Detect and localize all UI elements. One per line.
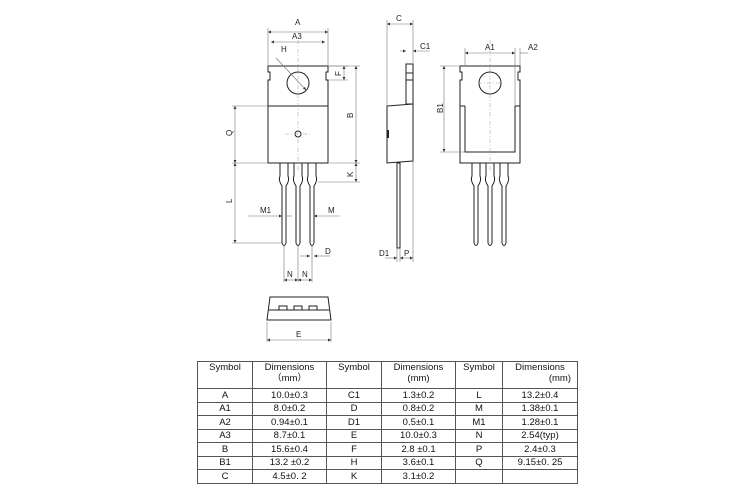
dimension-value-cell: 2.54(typ) bbox=[502, 428, 578, 443]
dimension-value-cell: 13.2±0.4 bbox=[502, 388, 578, 403]
label-D: D bbox=[325, 247, 331, 256]
front-leads bbox=[278, 163, 318, 246]
header-dimensions: Dimensions(mm) bbox=[381, 361, 456, 389]
dimension-value-cell: 2.4±0.3 bbox=[502, 442, 578, 457]
symbol-cell: N bbox=[455, 428, 503, 443]
side-view: C C1 D1 P bbox=[379, 14, 431, 262]
label-C: C bbox=[396, 14, 402, 23]
header-symbol: Symbol bbox=[197, 361, 253, 389]
side-body bbox=[386, 103, 414, 164]
label-E: E bbox=[296, 330, 301, 339]
to220-package-drawing: A A3 H F B K Q L M1 M D N N bbox=[225, 14, 538, 342]
dimension-value-cell: 3.6±0.1 bbox=[381, 455, 456, 470]
dimension-value-cell: 0.94±0.1 bbox=[252, 415, 327, 430]
dimension-value-cell: 8.7±0.1 bbox=[252, 428, 327, 443]
symbol-cell: L bbox=[455, 388, 503, 403]
side-lead bbox=[396, 162, 401, 249]
dimension-value-cell: 1.38±0.1 bbox=[502, 401, 578, 416]
symbol-cell: D1 bbox=[326, 415, 382, 430]
symbol-cell: M bbox=[455, 401, 503, 416]
symbol-cell: P bbox=[455, 442, 503, 457]
bottom-view: E bbox=[266, 296, 332, 342]
label-K: K bbox=[346, 171, 355, 177]
header-dim-text: Dimensions bbox=[515, 362, 565, 373]
back-outline bbox=[459, 65, 521, 164]
symbol-cell: M1 bbox=[455, 415, 503, 430]
header-dimensions: Dimensions（mm） bbox=[252, 361, 327, 389]
dimension-value-cell: 1.28±0.1 bbox=[502, 415, 578, 430]
header-dim-unit: (mm) bbox=[407, 373, 430, 384]
symbol-cell: C bbox=[197, 469, 253, 484]
symbol-cell: A2 bbox=[197, 415, 253, 430]
header-dimensions: Dimensions(mm) bbox=[502, 361, 578, 389]
label-N-left: N bbox=[287, 270, 293, 279]
symbol-cell: E bbox=[326, 428, 382, 443]
header-dim-text: Dimensions bbox=[393, 362, 444, 373]
dimension-value-cell: 13.2 ±0.2 bbox=[252, 455, 327, 470]
label-A2: A2 bbox=[528, 43, 538, 52]
dimension-value-cell: 0.8±0.2 bbox=[381, 401, 456, 416]
label-B: B bbox=[346, 113, 355, 118]
label-Q: Q bbox=[225, 130, 234, 136]
label-A1: A1 bbox=[485, 43, 495, 52]
back-view: A1 A2 B1 bbox=[436, 40, 538, 246]
dimension-value-cell: 9.15±0. 25 bbox=[502, 455, 578, 470]
dimension-value-cell: 8.0±0.2 bbox=[252, 401, 327, 416]
label-B1: B1 bbox=[436, 103, 445, 113]
bottom-outline bbox=[266, 296, 332, 321]
header-symbol: Symbol bbox=[326, 361, 382, 389]
dimension-value-cell: 15.6±0.4 bbox=[252, 442, 327, 457]
front-view: A A3 H F B K Q L M1 M D N N bbox=[225, 18, 360, 282]
header-dim-unit: （mm） bbox=[272, 373, 307, 384]
table-header-row: Symbol Dimensions（mm） Symbol Dimensions(… bbox=[197, 361, 578, 389]
symbol-cell: A bbox=[197, 388, 253, 403]
symbol-cell: K bbox=[326, 469, 382, 484]
dimensions-table: Symbol Dimensions（mm） Symbol Dimensions(… bbox=[197, 361, 578, 484]
header-symbol: Symbol bbox=[455, 361, 503, 389]
dimension-value-cell: 0.5±0.1 bbox=[381, 415, 456, 430]
back-leads bbox=[470, 163, 510, 246]
symbol-cell: F bbox=[326, 442, 382, 457]
dimension-value-cell: 3.1±0.2 bbox=[381, 469, 456, 484]
label-P: P bbox=[404, 249, 409, 258]
label-A: A bbox=[295, 18, 301, 27]
symbol-cell: Q bbox=[455, 455, 503, 470]
label-F: F bbox=[334, 71, 343, 76]
label-M1: M1 bbox=[260, 206, 272, 215]
header-dim-text: Dimensions bbox=[264, 362, 315, 373]
dimension-value-cell: 10.0±0.3 bbox=[381, 428, 456, 443]
label-H: H bbox=[281, 45, 287, 54]
dimension-value-cell: 4.5±0. 2 bbox=[252, 469, 327, 484]
side-tab bbox=[405, 63, 414, 105]
header-dim-unit: (mm) bbox=[548, 373, 571, 384]
label-M: M bbox=[328, 206, 335, 215]
dimension-value-cell: 1.3±0.2 bbox=[381, 388, 456, 403]
symbol-cell: A1 bbox=[197, 401, 253, 416]
label-D1: D1 bbox=[379, 249, 390, 258]
symbol-cell: B bbox=[197, 442, 253, 457]
symbol-cell bbox=[455, 469, 503, 484]
label-A3: A3 bbox=[292, 32, 302, 41]
dimension-value-cell: 10.0±0.3 bbox=[252, 388, 327, 403]
label-L: L bbox=[225, 198, 234, 203]
symbol-cell: C1 bbox=[326, 388, 382, 403]
dimension-value-cell: 2.8 ±0.1 bbox=[381, 442, 456, 457]
symbol-cell: A3 bbox=[197, 428, 253, 443]
dimension-value-cell bbox=[502, 469, 578, 484]
symbol-cell: B1 bbox=[197, 455, 253, 470]
symbol-cell: D bbox=[326, 401, 382, 416]
label-N-right: N bbox=[302, 270, 308, 279]
symbol-cell: H bbox=[326, 455, 382, 470]
label-C1: C1 bbox=[420, 42, 431, 51]
